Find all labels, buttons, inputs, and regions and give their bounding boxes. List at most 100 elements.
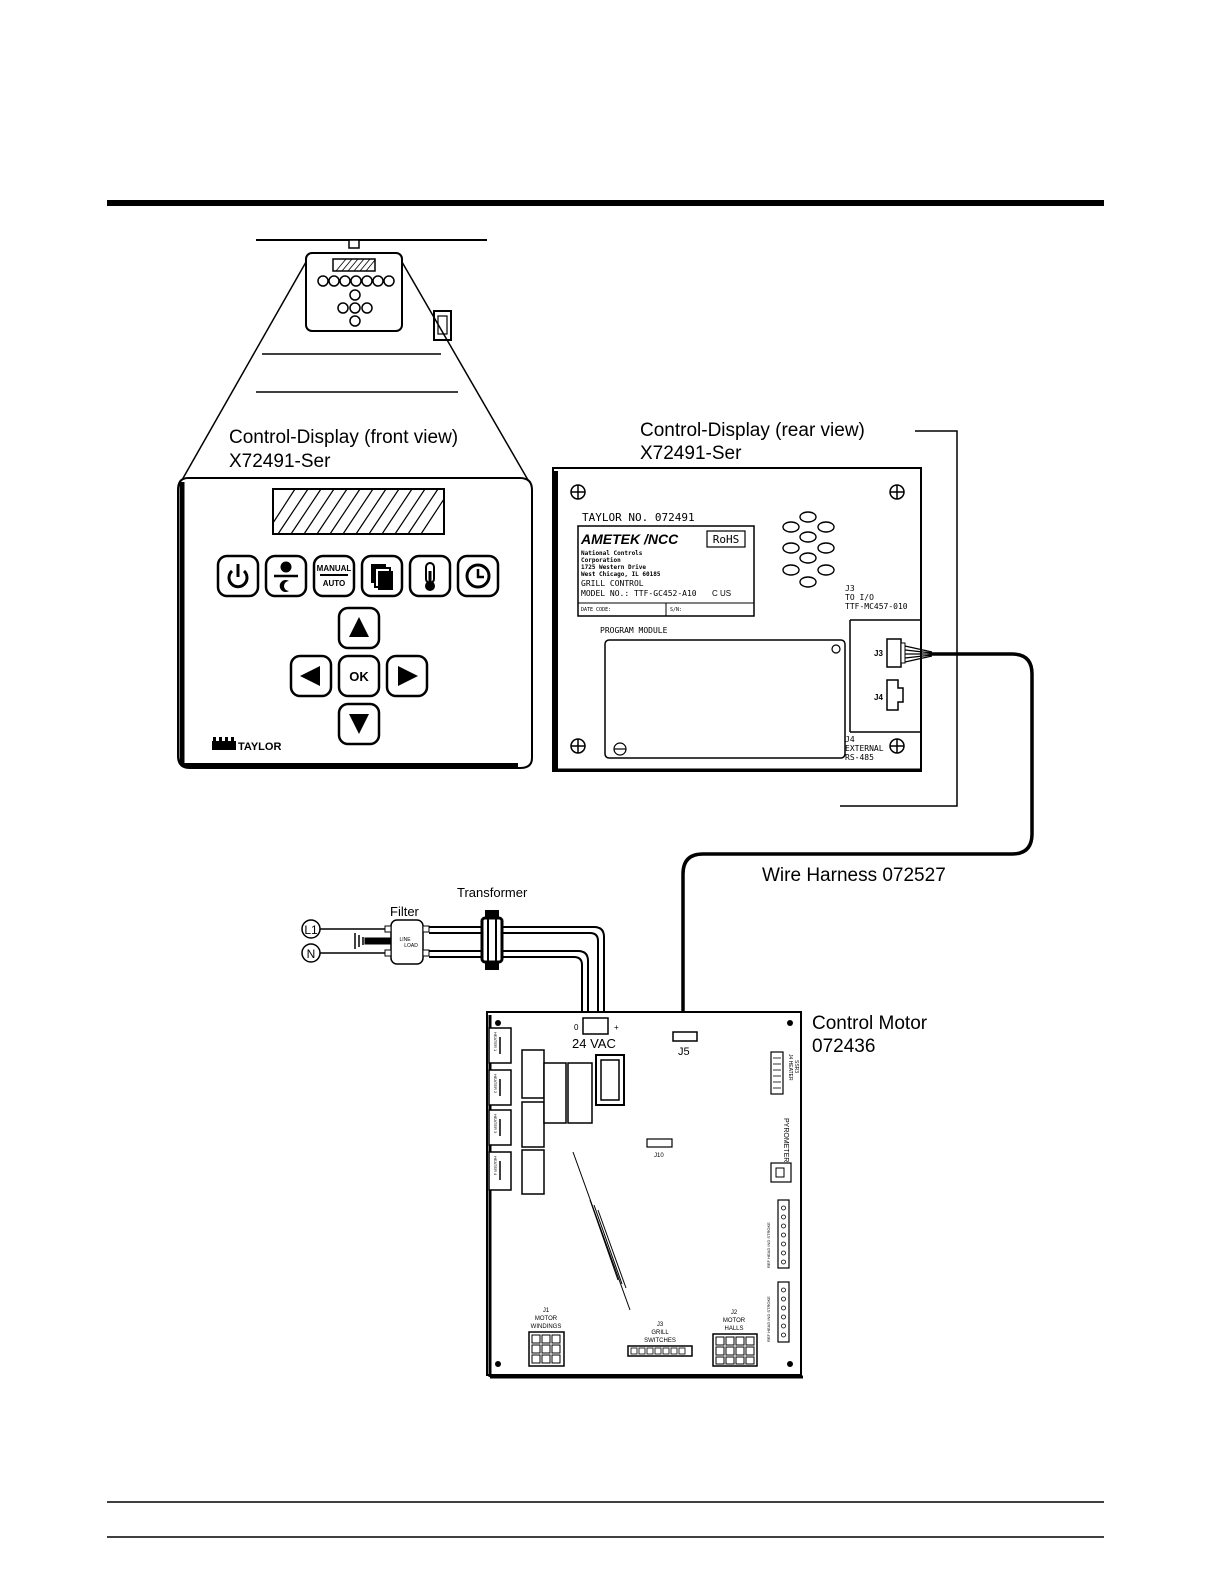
svg-text:REF HEAD IND STROKE: REF HEAD IND STROKE [766,1222,771,1268]
svg-text:L1: L1 [304,923,318,937]
power-button[interactable] [216,554,260,598]
rear-view-part-no: X72491-Ser [640,443,742,464]
right-button[interactable] [385,654,429,698]
transformer [480,910,504,970]
manual-auto-button[interactable]: MANUAL AUTO [312,554,356,598]
left-button[interactable] [289,654,333,698]
up-button[interactable] [337,606,381,650]
svg-text:J2: J2 [731,1310,738,1316]
j10-connector [646,1138,673,1148]
svg-text:HEATER 1: HEATER 1 [493,1032,498,1052]
svg-text:SSR3: SSR3 [793,1060,799,1073]
svg-text:LINE: LINE [399,937,411,943]
svg-text:GRILL: GRILL [651,1330,669,1336]
perspective-view [181,239,529,481]
menu-button[interactable] [360,554,404,598]
rohs-mark: RoHS [713,533,740,546]
pyrometer-label: PYROMETER [782,1118,789,1162]
svg-text:J3: J3 [657,1322,664,1328]
power-input: L1 N Filter LINE LOAD Transformer [301,885,605,1032]
day-night-button[interactable] [264,554,308,598]
svg-text:MOTOR: MOTOR [723,1318,746,1324]
j4-description: J4 [845,735,855,744]
rear-view-panel: TAYLOR NO. 072491 AMETEK /NCC RoHS Natio… [552,467,922,772]
svg-text:J1: J1 [543,1308,550,1314]
j5-label: J5 [678,1046,690,1058]
svg-text:0: 0 [574,1023,579,1032]
up-arrow-icon [349,617,369,637]
manual-label: MANUAL [317,564,352,573]
left-heater-connectors [488,1027,512,1191]
thermometer-icon [425,562,435,591]
left-arrow-icon [300,666,320,686]
pages-icon [371,564,393,590]
svg-text:+: + [614,1023,619,1032]
svg-text:TAYLOR: TAYLOR [238,741,281,753]
program-module [604,639,846,759]
svg-text:LOAD: LOAD [404,943,418,949]
clock-icon [465,563,491,589]
svg-text:HEATER 2: HEATER 2 [493,1074,498,1094]
transformer-label: Transformer [457,885,528,900]
model-number: MODEL NO.: TTF-GC452-A10 [581,589,697,598]
svg-text:HEATER 4: HEATER 4 [493,1156,498,1176]
j3-connector-label: J3 [874,649,883,658]
rear-view-title: Control-Display (rear view) [640,420,865,441]
svg-text:J4 HEATER: J4 HEATER [787,1054,793,1081]
svg-text:MOTOR: MOTOR [535,1316,558,1322]
front-view-part-no: X72491-Ser [229,451,331,472]
mfr-line: 1725 Western Drive [581,564,646,571]
j10-label: J10 [654,1153,664,1159]
ok-button[interactable]: OK [337,654,381,698]
svg-text:REF HEAD IND STROKE: REF HEAD IND STROKE [766,1296,771,1342]
power-icon [227,564,249,589]
down-button[interactable] [337,702,381,746]
wire-harness-label: Wire Harness 072527 [762,865,946,886]
j4-heater-connector [770,1051,784,1095]
front-view-panel: MANUAL AUTO [177,477,533,769]
mfr-line: West Chicago, IL 60185 [581,571,661,578]
right-arrow-icon [398,666,418,686]
j5-connector [672,1031,698,1042]
mfr-line: Corporation [581,557,621,564]
control-motor-part-no: 072436 [812,1036,875,1057]
date-code: DATE CODE: [581,607,611,613]
j4-description: RS-485 [845,753,874,762]
relays [521,1049,625,1195]
grill-control-text: GRILL CONTROL [581,579,644,588]
side-connector-2 [777,1281,790,1343]
sun-moon-icon [274,561,298,593]
j3-connector [886,638,902,668]
svg-text:WINDINGS: WINDINGS [531,1324,562,1330]
j3-description: TO I/O [845,593,874,602]
svg-text:HALLS: HALLS [724,1326,743,1332]
j4-connector-label: J4 [874,693,883,702]
ok-label: OK [349,669,369,684]
svg-text:SWITCHES: SWITCHES [644,1338,676,1344]
header-rule [107,200,1104,206]
j4-description: EXTERNAL [845,744,884,753]
vent-holes [782,511,835,588]
j3-description: J3 [845,584,855,593]
ametek-logo: AMETEK /NCC [580,531,679,547]
cert-mark: C US [712,589,731,598]
control-motor-board: 0 + 24 VAC J5 HEATER 1 HEATER 2 HEATER 3… [486,1011,803,1379]
taylor-logo: TAYLOR [212,737,281,753]
program-module-label: PROGRAM MODULE [600,626,668,635]
auto-label: AUTO [323,579,346,588]
ground-icon [354,933,391,949]
line-filter [390,919,424,965]
vac-24-label: 24 VAC [572,1036,616,1051]
mfr-line: National Controls [581,550,643,557]
serial-number: S/N: [670,607,682,613]
j3-description: TTF-MC457-010 [845,602,908,611]
screw [570,484,905,754]
temperature-button[interactable] [408,554,452,598]
rear-view-bracket [840,430,958,807]
timer-button[interactable] [456,554,500,598]
svg-text:N: N [307,947,316,961]
taylor-part-number: TAYLOR NO. 072491 [582,511,695,524]
front-view-title: Control-Display (front view) [229,427,458,448]
j4-connector [886,679,904,711]
